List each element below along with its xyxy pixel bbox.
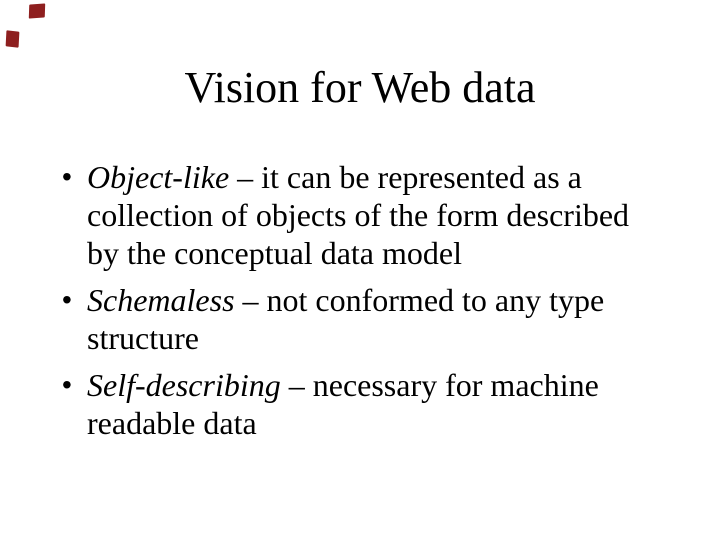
- bullet-term: Schemaless: [87, 282, 235, 318]
- red-corner-mark-left: [5, 30, 20, 48]
- bullet-item-schemaless: • Schemaless – not conformed to any type…: [60, 281, 660, 357]
- red-corner-mark-top: [28, 3, 46, 19]
- bullet-rest: – not conformed to any type structure: [87, 282, 605, 356]
- bullet-dot-icon: •: [62, 161, 72, 192]
- bullet-text: Self-describing – necessary for machine …: [87, 367, 599, 441]
- bullet-rest: – it can be represented as a collection …: [87, 159, 630, 271]
- slide-title: Vision for Web data: [184, 63, 536, 112]
- bullet-term: Self-describing: [87, 367, 281, 403]
- bullet-dot-icon: •: [62, 284, 72, 315]
- bullet-item-object-like: • Object-like – it can be represented as…: [60, 158, 660, 272]
- bullet-item-self-describing: • Self-describing – necessary for machin…: [60, 366, 660, 442]
- bullet-term: Object-like: [87, 159, 230, 195]
- bullet-list: • Object-like – it can be represented as…: [60, 158, 660, 442]
- bullet-rest: – necessary for machine readable data: [87, 367, 599, 441]
- bullet-text: Schemaless – not conformed to any type s…: [87, 282, 604, 356]
- bullet-dot-icon: •: [62, 369, 72, 400]
- bullet-text: Object-like – it can be represented as a…: [87, 159, 629, 271]
